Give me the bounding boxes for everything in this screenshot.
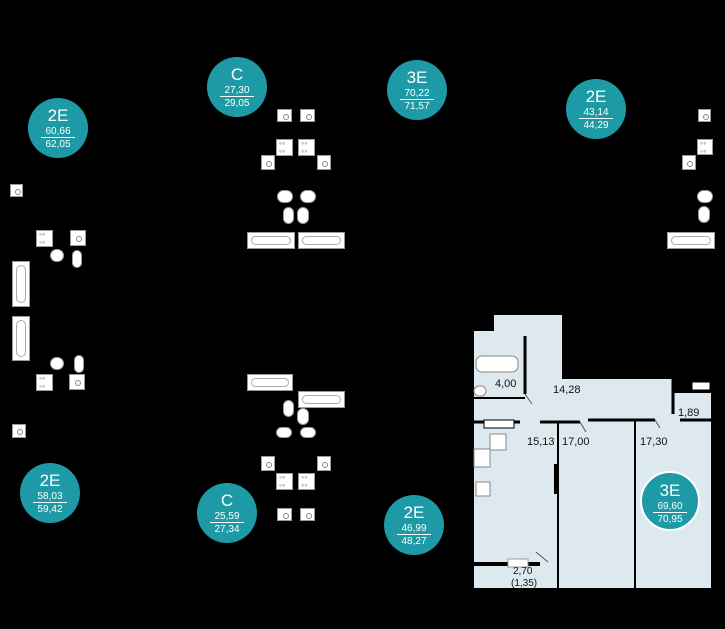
stove-icon <box>276 473 293 490</box>
toilet-icon <box>50 249 64 262</box>
apartment-total-area: 71,57 <box>404 101 430 112</box>
sink-icon <box>300 508 315 521</box>
sink-icon <box>261 456 275 471</box>
room-area-room2: 17,30 <box>640 436 668 448</box>
sink-icon <box>12 424 26 438</box>
apartment-living-area: 58,03 <box>33 491 67 503</box>
apartment-badge-2e-s[interactable]: 2E 46,99 48,27 <box>384 495 444 555</box>
toilet-icon <box>473 385 487 397</box>
apartment-type: 2E <box>403 503 425 522</box>
sink-icon <box>261 155 275 170</box>
sink-icon <box>317 155 331 170</box>
apartment-badge-2e-sw[interactable]: 2E 58,03 59,42 <box>20 463 80 523</box>
apartment-living-area: 69,60 <box>653 501 687 513</box>
bathtub-icon <box>475 355 519 373</box>
apartment-total-area: 44,29 <box>583 120 609 131</box>
apartment-floor-plan[interactable] <box>470 314 715 592</box>
bathtub-icon <box>247 232 295 249</box>
room-area-bath: 4,00 <box>495 378 517 390</box>
toilet-icon <box>277 190 293 203</box>
sink-icon <box>277 109 292 122</box>
room-area-balcony-reduced: (1,35) <box>511 578 538 589</box>
ventilation-shaft <box>483 419 515 429</box>
stove-icon <box>36 374 53 391</box>
room-area-wc: 1,89 <box>678 407 700 419</box>
apartment-badge-2e-ne[interactable]: 2E 43,14 44,29 <box>566 79 626 139</box>
stove-icon <box>36 230 53 247</box>
bathtub-icon <box>298 391 345 408</box>
window <box>554 464 558 494</box>
toilet-icon <box>283 207 294 224</box>
door-swing <box>524 393 533 405</box>
apartment-living-area: 60,66 <box>41 126 75 138</box>
plan-outline <box>472 314 713 590</box>
ventilation-shaft <box>691 381 711 391</box>
sink-icon <box>698 109 711 122</box>
door-swing <box>654 419 661 429</box>
sink-icon <box>475 481 491 497</box>
apartment-living-area: 43,14 <box>579 107 613 119</box>
sink-icon <box>277 508 292 521</box>
room-area-balcony: 2,70 <box>513 566 533 577</box>
apartment-badge-2e-nw[interactable]: 2E 60,66 62,05 <box>28 98 88 158</box>
apartment-total-area: 48,27 <box>401 536 427 547</box>
room-area-hall: 14,28 <box>553 384 581 396</box>
apartment-total-area: 27,34 <box>214 524 240 535</box>
sink-icon <box>682 155 696 170</box>
apartment-living-area: 46,99 <box>397 523 431 535</box>
toilet-icon <box>72 250 82 268</box>
window <box>474 562 540 566</box>
toilet-icon <box>300 190 316 203</box>
toilet-icon <box>297 408 309 425</box>
toilet-icon <box>698 206 710 223</box>
apartment-type: 3E <box>659 481 681 500</box>
stove-icon <box>473 448 491 468</box>
balcony-rail <box>507 558 529 568</box>
bathtub-icon <box>12 316 30 361</box>
apartment-total-area: 70,95 <box>657 514 683 525</box>
apartment-type: C <box>230 65 244 84</box>
room-area-room1: 17,00 <box>562 436 590 448</box>
toilet-icon <box>74 355 84 373</box>
apartment-type: C <box>220 491 234 510</box>
sink-icon <box>70 230 86 246</box>
bathtub-icon <box>12 261 30 307</box>
bathtub-icon <box>667 232 715 249</box>
toilet-icon <box>276 427 292 438</box>
toilet-icon <box>50 357 64 370</box>
apartment-total-area: 62,05 <box>45 139 71 150</box>
apartment-badge-3e-selected[interactable]: 3E 69,60 70,95 <box>640 471 700 531</box>
sink-icon <box>300 109 315 122</box>
apartment-badge-c-s[interactable]: C 25,59 27,34 <box>197 483 257 543</box>
toilet-icon <box>697 190 713 203</box>
apartment-type: 2E <box>47 106 69 125</box>
apartment-total-area: 29,05 <box>224 98 250 109</box>
door-swing <box>579 421 587 433</box>
sink-icon <box>489 433 507 451</box>
toilet-icon <box>297 207 309 224</box>
sink-icon <box>10 184 23 197</box>
apartment-living-area: 27,30 <box>220 85 254 97</box>
apartment-living-area: 70,22 <box>400 88 434 100</box>
door-swing <box>535 551 549 563</box>
toilet-icon <box>283 400 294 417</box>
apartment-type: 2E <box>585 87 607 106</box>
apartment-badge-3e-n[interactable]: 3E 70,22 71,57 <box>387 60 447 120</box>
sink-icon <box>317 456 331 471</box>
bathtub-icon <box>247 374 293 391</box>
sink-icon <box>69 374 85 390</box>
stove-icon <box>276 139 293 156</box>
bathtub-icon <box>298 232 345 249</box>
apartment-living-area: 25,59 <box>210 511 244 523</box>
apartment-type: 3E <box>406 68 428 87</box>
stove-icon <box>697 139 713 155</box>
apartment-badge-c-n[interactable]: C 27,30 29,05 <box>207 57 267 117</box>
room-area-kitchen: 15,13 <box>527 436 555 448</box>
apartment-type: 2E <box>39 471 61 490</box>
toilet-icon <box>300 427 316 438</box>
stove-icon <box>298 473 315 490</box>
stove-icon <box>298 139 315 156</box>
apartment-total-area: 59,42 <box>37 504 63 515</box>
